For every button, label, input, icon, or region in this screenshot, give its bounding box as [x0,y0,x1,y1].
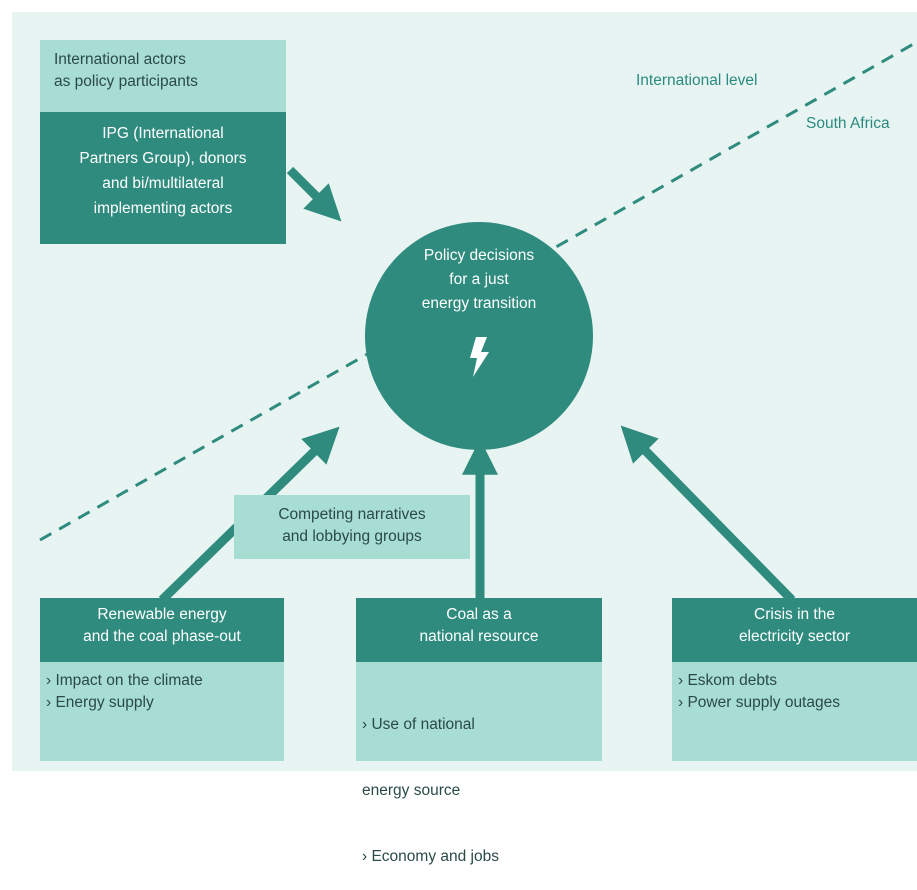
international-level-label: International level [636,72,758,89]
international-actors-body-line-4: implementing actors [93,200,233,217]
renewable-energy-header: Renewable energy and the coal phase-out [40,598,284,662]
policy-decisions-line-1: Policy decisions [423,247,535,264]
renewable-energy-title-line-2: and the coal phase-out [83,628,241,645]
bullet-item: › Energy supply [46,694,154,711]
electricity-crisis-title-line-1: Crisis in the [754,606,835,623]
bullet-item-continuation: energy source [362,782,461,799]
international-actors-title-line-2: as policy participants [54,73,198,90]
coal-resource-title-line-2: national resource [419,628,539,645]
bullet-item: › Eskom debts [678,672,778,689]
south-africa-level-label: South Africa [806,115,890,132]
international-actors-header: International actors as policy participa… [40,40,286,112]
international-actors-body: IPG (International Partners Group), dono… [40,112,286,244]
competing-narratives-line-2: and lobbying groups [282,528,422,545]
competing-narratives-line-1: Competing narratives [278,506,426,523]
lightning-bolt-icon [470,337,489,377]
international-actors-body-line-1: IPG (International [102,125,224,142]
bullet-item: › Impact on the climate [46,672,203,689]
competing-narratives-box: Competing narratives and lobbying groups [234,495,470,559]
international-actors-body-line-3: and bi/multilateral [102,175,224,192]
bullet-item: › Economy and jobs [362,848,499,865]
level-divider-line [39,40,917,542]
coal-resource-title-line-1: Coal as a [446,606,512,623]
renewable-energy-bullets: › Impact on the climate › Energy supply [40,662,284,761]
international-actors-title-line-1: International actors [54,51,186,68]
renewable-energy-title-line-1: Renewable energy [97,606,227,623]
arrow-crisis-to-center [620,425,796,604]
policy-decisions-line-2: for a just [449,271,509,288]
coal-resource-bullets: › Use of national energy source › Econom… [356,662,602,865]
electricity-crisis-title-line-2: electricity sector [738,628,851,645]
international-actors-body-line-2: Partners Group), donors [79,150,247,167]
arrow-international-to-center [286,166,342,222]
bullet-item: › Use of national [362,716,475,733]
electricity-crisis-bullets: › Eskom debts › Power supply outages [672,662,917,761]
policy-decisions-line-3: energy transition [421,295,537,312]
electricity-crisis-header: Crisis in the electricity sector [672,598,917,662]
coal-resource-header: Coal as a national resource [356,598,602,662]
policy-decisions-node: Policy decisions for a just energy trans… [365,222,593,450]
bullet-item: › Power supply outages [678,694,840,711]
